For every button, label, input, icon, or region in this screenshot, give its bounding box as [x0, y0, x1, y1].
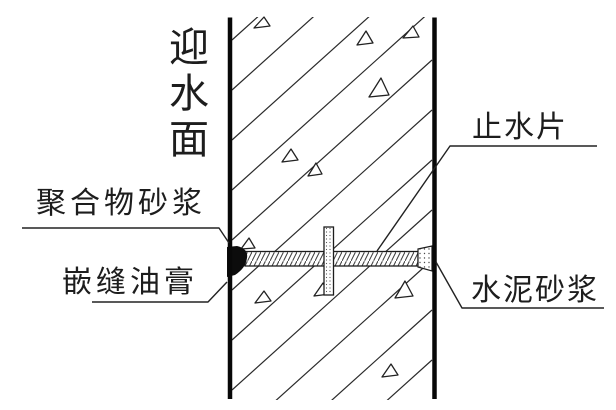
water-facing-side-label: 迎水面	[163, 26, 208, 164]
callout-leader-lines	[22, 145, 604, 309]
cement-mortar-plug	[417, 245, 433, 272]
joint-sealant-label: 嵌缝油膏	[62, 266, 198, 299]
cement-mortar-label: 水泥砂浆	[471, 274, 599, 307]
leader-polymer-mortar	[22, 227, 230, 244]
waterstop-label: 止水片	[472, 111, 568, 144]
leader-waterstop	[376, 145, 597, 252]
leader-cement-mortar	[435, 261, 604, 309]
aggregate-triangle-symbols	[240, 16, 420, 378]
leader-joint-sealant	[92, 281, 228, 303]
concrete-hatching	[231, 17, 433, 400]
polymer-mortar-label: 聚合物砂浆	[36, 187, 206, 220]
waterstop-plate	[323, 226, 335, 296]
